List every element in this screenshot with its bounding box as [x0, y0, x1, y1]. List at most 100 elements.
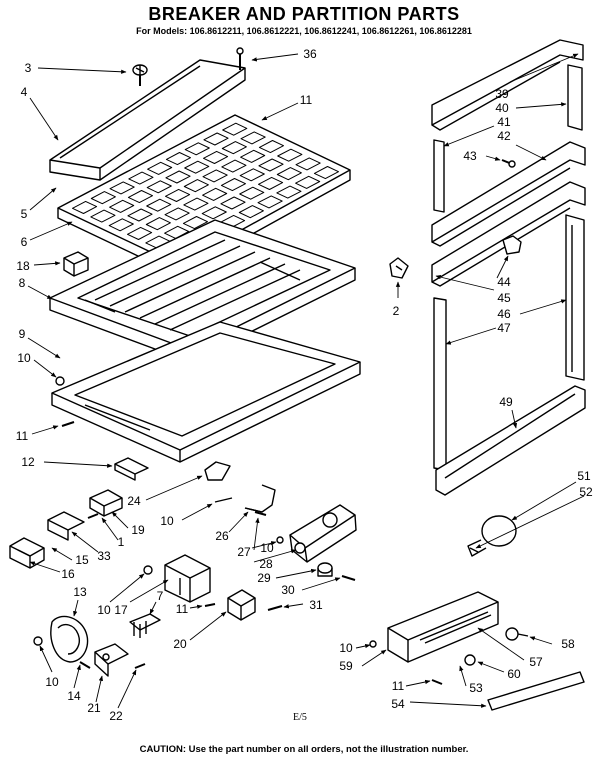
- callout-43: 43: [463, 149, 477, 163]
- part-49-gasket-frame: [435, 385, 586, 496]
- part-11-screw-panel: [431, 679, 443, 685]
- grille-slot: [221, 141, 247, 155]
- callout-26: 26: [215, 529, 229, 543]
- part-10-screw-thermostat: [276, 536, 284, 544]
- part-46-gasket-strip: [565, 214, 585, 381]
- grille-slot: [165, 152, 191, 166]
- grille-slot: [240, 131, 266, 145]
- callout-60: 60: [507, 667, 521, 681]
- callout-51: 51: [577, 469, 591, 483]
- grille-slot: [147, 161, 173, 175]
- callout-4: 4: [21, 85, 28, 99]
- part-10-nut-bracket: [143, 565, 153, 575]
- callout-10: 10: [17, 351, 31, 365]
- part-19-switch: [89, 489, 123, 517]
- callout-40: 40: [495, 101, 509, 115]
- grille-slot: [239, 186, 265, 200]
- part-41-gasket-strip: [567, 64, 583, 131]
- callout-10: 10: [260, 541, 274, 555]
- grille-slot: [277, 148, 303, 162]
- part-17-bracket: [164, 554, 211, 603]
- grille-slot: [90, 209, 116, 223]
- part-27-screw: [254, 511, 267, 516]
- callout-13: 13: [73, 585, 87, 599]
- callout-18: 18: [16, 259, 30, 273]
- callout-30: 30: [281, 583, 295, 597]
- grille-slot: [183, 197, 209, 211]
- callout-15: 15: [75, 553, 89, 567]
- callout-21: 21: [87, 701, 101, 715]
- grille-slot: [127, 208, 153, 222]
- part-47-gasket-strip: [433, 297, 447, 471]
- callout-29: 29: [257, 571, 271, 585]
- grille-slot: [313, 166, 339, 180]
- part-57-control-panel: [387, 591, 499, 663]
- part-10-nut: [55, 376, 65, 386]
- part-18-block: [63, 251, 89, 277]
- grille-slot: [127, 190, 153, 204]
- grille-slot: [184, 142, 210, 156]
- callout-19: 19: [131, 523, 145, 537]
- model-list: For Models: 106.8612211, 106.8612221, 10…: [136, 26, 472, 36]
- callout-8: 8: [19, 276, 26, 290]
- callout-42: 42: [497, 129, 511, 143]
- callout-6: 6: [21, 235, 28, 249]
- callout-44: 44: [497, 275, 511, 289]
- callout-47: 47: [497, 321, 511, 335]
- callout-16: 16: [61, 567, 75, 581]
- callout-52: 52: [579, 485, 593, 499]
- callout-2: 2: [393, 304, 400, 318]
- callout-27: 27: [237, 545, 251, 559]
- callout-9: 9: [19, 327, 26, 341]
- grille-slot: [109, 199, 135, 213]
- callout-59: 59: [339, 659, 353, 673]
- grille-slot: [276, 185, 302, 199]
- callout-28: 28: [259, 557, 273, 571]
- grille-slot: [145, 217, 171, 231]
- grille-slot: [258, 158, 284, 172]
- callout-39: 39: [495, 87, 509, 101]
- grille-slot: [202, 187, 228, 201]
- grille-slot: [295, 175, 321, 189]
- callout-10: 10: [160, 514, 174, 528]
- grille-slot: [220, 178, 246, 192]
- grille-slot: [258, 176, 284, 190]
- part-12-clip: [114, 457, 149, 481]
- part-11-screw-relay: [204, 603, 216, 607]
- part-58-knob: [505, 627, 529, 641]
- part-13-heater: [50, 615, 89, 663]
- callout-17: 17: [114, 603, 128, 617]
- grille-slot: [183, 179, 209, 193]
- diagram-code: E/5: [293, 712, 307, 723]
- part-40-gasket-strip: [433, 139, 445, 213]
- part-20-relay: [227, 589, 256, 621]
- grille-slot: [165, 170, 191, 184]
- callout-20: 20: [173, 637, 187, 651]
- part-30-screw: [341, 575, 356, 581]
- part-24-socket: [204, 461, 231, 481]
- callout-10: 10: [339, 641, 353, 655]
- part-36-screw: [236, 47, 244, 70]
- grille-slot: [182, 216, 208, 230]
- caution-note: CAUTION: Use the part number on all orde…: [139, 744, 469, 755]
- part-10-screw-panel: [369, 640, 377, 648]
- part-43-screw: [501, 159, 516, 168]
- grille-slot: [258, 140, 284, 154]
- part-16-housing: [9, 537, 45, 569]
- leader-lines: [27, 53, 585, 709]
- part-29-knob: [317, 562, 333, 577]
- part-3-screw: [132, 64, 148, 86]
- callout-3: 3: [25, 61, 32, 75]
- grille-slot: [238, 205, 264, 219]
- part-28-thermostat: [289, 504, 357, 563]
- callout-11: 11: [176, 602, 189, 616]
- callout-33: 33: [97, 549, 111, 563]
- part-39-gasket-frame: [431, 39, 584, 131]
- callout-10: 10: [97, 603, 111, 617]
- callout-1: 1: [118, 535, 125, 549]
- callout-11: 11: [392, 679, 405, 693]
- callout-46: 46: [497, 307, 511, 321]
- grille-slot: [109, 181, 135, 195]
- callout-31: 31: [309, 598, 323, 612]
